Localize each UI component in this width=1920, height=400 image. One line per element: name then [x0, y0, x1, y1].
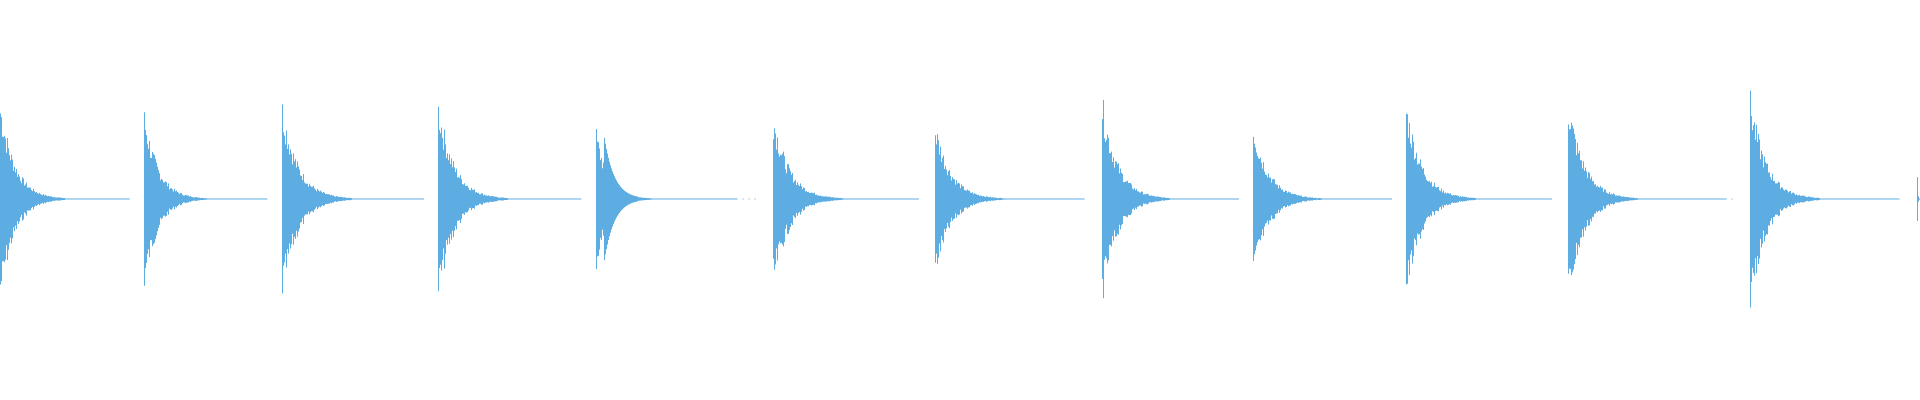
waveform-transient: [282, 104, 424, 294]
transient-burst: [144, 112, 207, 286]
transient-burst: [773, 128, 843, 270]
transient-burst: [596, 129, 652, 269]
transient-burst: [935, 134, 1005, 264]
transient-burst: [1568, 122, 1638, 276]
waveform-transient: [438, 106, 582, 292]
waveform-transient: [0, 113, 130, 285]
waveform-layer: [0, 90, 1920, 308]
transient-burst: [0, 113, 65, 285]
waveform-transient: [1750, 90, 1901, 308]
waveform-transient: [935, 134, 1086, 264]
transient-burst: [438, 106, 508, 292]
waveform-transient: [596, 129, 757, 269]
waveform-transient: [773, 128, 919, 270]
transient-burst: [1253, 136, 1322, 262]
waveform-transient: [1253, 136, 1393, 262]
waveform-transient: [1102, 99, 1239, 299]
transient-burst: [1102, 99, 1170, 299]
transient-burst: [1750, 90, 1820, 308]
transient-burst: [1406, 113, 1476, 285]
waveform-transient: [144, 112, 268, 286]
waveform-transient: [1568, 122, 1734, 276]
transient-burst: [282, 104, 352, 294]
waveform-transient: [1406, 113, 1552, 285]
